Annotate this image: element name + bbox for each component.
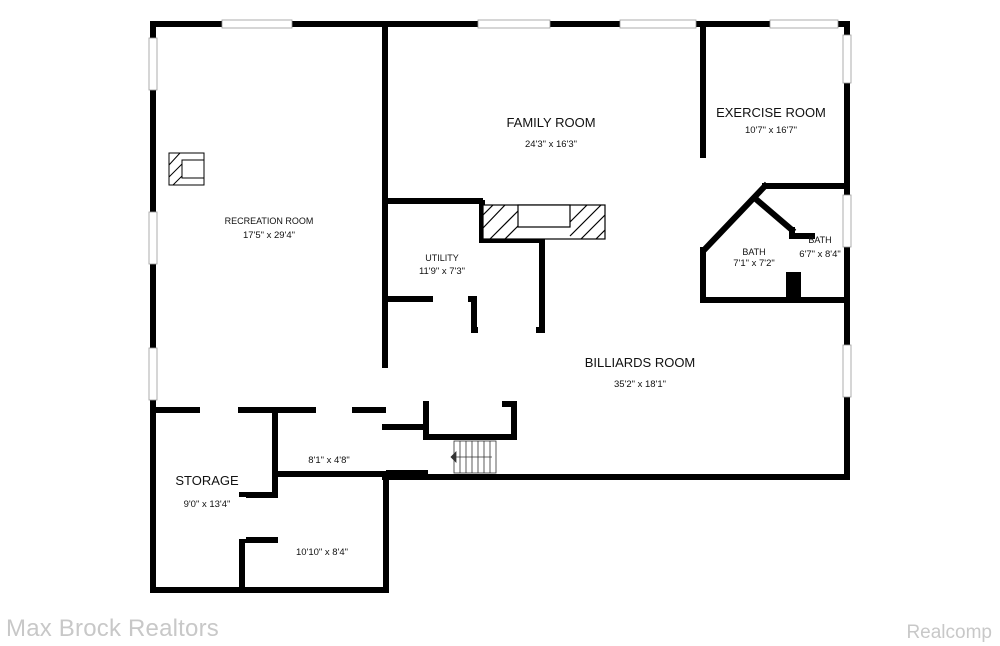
doorways xyxy=(200,158,707,539)
exercise-room-dims: 10'7" x 16'7" xyxy=(745,125,797,136)
family-room-label: FAMILY ROOM xyxy=(506,115,595,130)
bath-1-dims: 7'1" x 7'2" xyxy=(733,258,775,269)
bath-fixture xyxy=(786,272,801,300)
stairs-icon xyxy=(450,440,497,474)
small-room-dims: 10'10" x 8'4" xyxy=(296,547,348,558)
billiards-room-dims: 35'2" x 18'1" xyxy=(614,379,666,390)
bath-2-dims: 6'7" x 8'4" xyxy=(799,249,841,260)
bath-2-label: BATH xyxy=(808,235,831,245)
bar-counter-icon xyxy=(482,204,606,240)
bath-1-label: BATH xyxy=(742,247,765,257)
windows xyxy=(148,19,852,401)
recreation-room-label: RECREATION ROOM xyxy=(225,216,314,226)
recreation-room-dims: 17'5" x 29'4" xyxy=(243,230,295,241)
exercise-room-label: EXERCISE ROOM xyxy=(716,105,826,120)
storage-dims: 9'0" x 13'4" xyxy=(184,499,231,510)
family-room-dims: 24'3" x 16'3" xyxy=(525,139,577,150)
closet-dims: 8'1" x 4'8" xyxy=(308,455,350,466)
utility-label: UTILITY xyxy=(425,253,459,263)
billiards-room-label: BILLIARDS ROOM xyxy=(585,355,696,370)
fireplace-icon xyxy=(168,152,205,186)
watermark-left: Max Brock Realtors xyxy=(6,615,219,642)
utility-dims: 11'9" x 7'3" xyxy=(419,266,465,277)
storage-label: STORAGE xyxy=(175,473,239,488)
watermark-right: Realcomp xyxy=(906,622,992,643)
entry-block xyxy=(386,470,428,480)
